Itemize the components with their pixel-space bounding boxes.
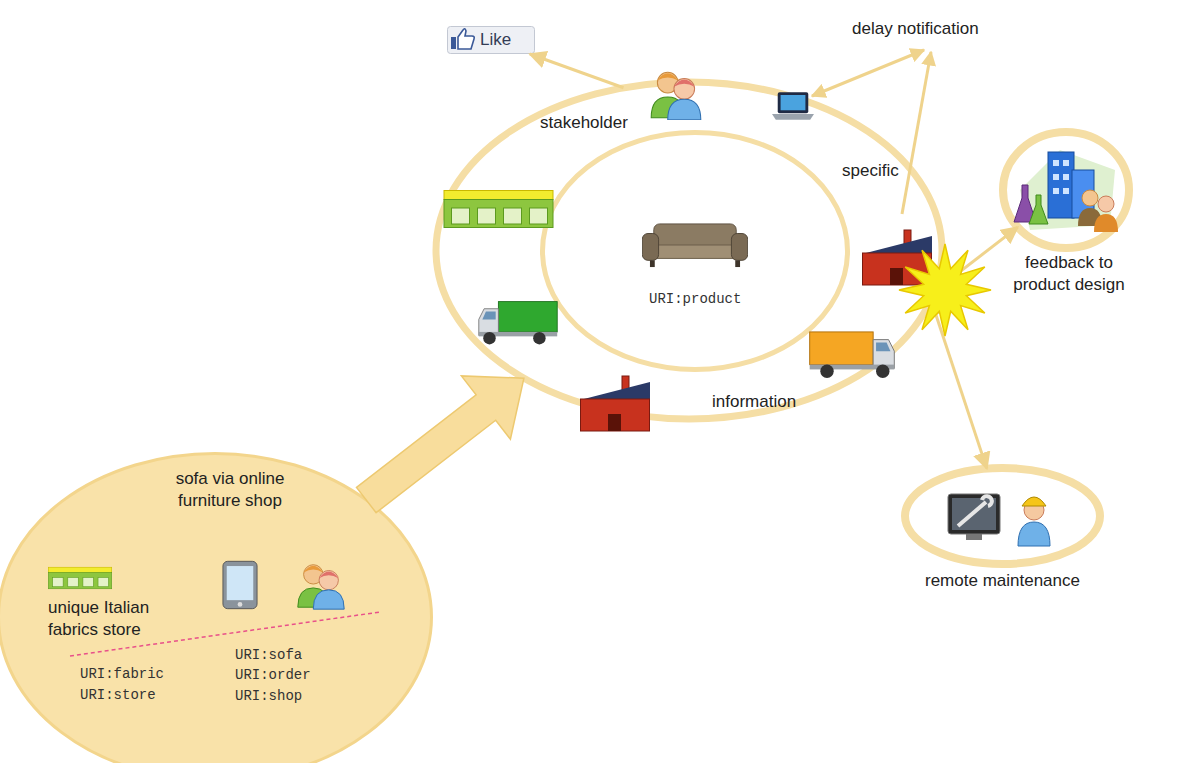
maintenance-icon-part bbox=[948, 494, 1000, 534]
node-label: Like bbox=[480, 29, 511, 51]
uri-label: URI:fabric bbox=[80, 664, 164, 684]
order-icons-part bbox=[223, 561, 257, 608]
circle-outline bbox=[1003, 132, 1129, 248]
ring-icons-part bbox=[580, 376, 650, 431]
design-lab-icon-part bbox=[1063, 174, 1069, 180]
circle-outline bbox=[543, 133, 848, 370]
maintenance-icon bbox=[948, 494, 1050, 546]
flow-arrow bbox=[357, 376, 524, 513]
node-label: specific bbox=[842, 160, 899, 182]
like-thumb-part bbox=[451, 37, 456, 49]
node-label: information bbox=[712, 391, 796, 413]
maintenance-icon-part bbox=[966, 534, 982, 540]
uri-label: URI:sofa bbox=[235, 645, 302, 665]
delay-arrows-part bbox=[812, 50, 924, 96]
button-outline bbox=[448, 27, 535, 54]
order-icons-part bbox=[298, 565, 344, 609]
like-thumb-part bbox=[458, 29, 474, 49]
design-lab-icon-part bbox=[1029, 195, 1048, 224]
uri-label: URI:shop bbox=[235, 686, 302, 706]
connector-arrow bbox=[931, 300, 987, 469]
ring-icons bbox=[444, 72, 991, 431]
node-label: stakeholder bbox=[540, 112, 628, 134]
ring-icons-part bbox=[899, 244, 991, 336]
ring-icons-part bbox=[479, 302, 557, 345]
node-label: sofa via online furniture shop bbox=[155, 468, 305, 512]
maintenance-circle: remote maintenance bbox=[900, 466, 1105, 596]
uri-label: URI:order bbox=[235, 665, 311, 685]
ring-outline bbox=[436, 82, 942, 419]
circle-outline bbox=[905, 468, 1100, 564]
design-lab-icon-part bbox=[1048, 152, 1074, 218]
design-lab-icon-part bbox=[1053, 160, 1059, 166]
design-lab-icon-part bbox=[1063, 188, 1069, 194]
connector-arrow bbox=[530, 54, 624, 88]
maintenance-icon-part bbox=[958, 496, 992, 526]
design-lab-icon-part bbox=[1053, 174, 1059, 180]
node-label: unique Italian fabrics store bbox=[48, 597, 178, 641]
ring-icons-part bbox=[810, 332, 895, 378]
ring-icons-part bbox=[642, 224, 747, 267]
ring-icons-part bbox=[651, 72, 701, 120]
design-lab-icon-part bbox=[1063, 160, 1069, 166]
order-icons-part bbox=[48, 567, 111, 589]
maintenance-icon-part bbox=[1022, 497, 1046, 506]
uri-label: URI:product bbox=[649, 289, 741, 309]
uri-label: URI:store bbox=[80, 685, 156, 705]
node-label: remote maintenance bbox=[900, 570, 1105, 592]
like-thumb bbox=[451, 29, 474, 49]
delay-arrows-part bbox=[902, 52, 931, 214]
maintenance-icon-part bbox=[1018, 522, 1050, 546]
node-label: feedback to product design bbox=[1003, 252, 1135, 296]
ring-icons-part bbox=[772, 92, 814, 120]
ring-icons-part bbox=[444, 191, 553, 228]
design-lab-icon-part bbox=[1053, 188, 1059, 194]
design-lab-icon-part bbox=[1082, 190, 1098, 206]
order-icons bbox=[48, 561, 380, 656]
order-icons-part bbox=[70, 612, 380, 656]
note-label: delay notification bbox=[852, 18, 979, 40]
design-lab-icon bbox=[1014, 150, 1118, 232]
design-lab-icon-part bbox=[1094, 214, 1118, 232]
delay-arrows bbox=[812, 50, 931, 214]
design-lab-icon-part bbox=[1098, 196, 1114, 212]
